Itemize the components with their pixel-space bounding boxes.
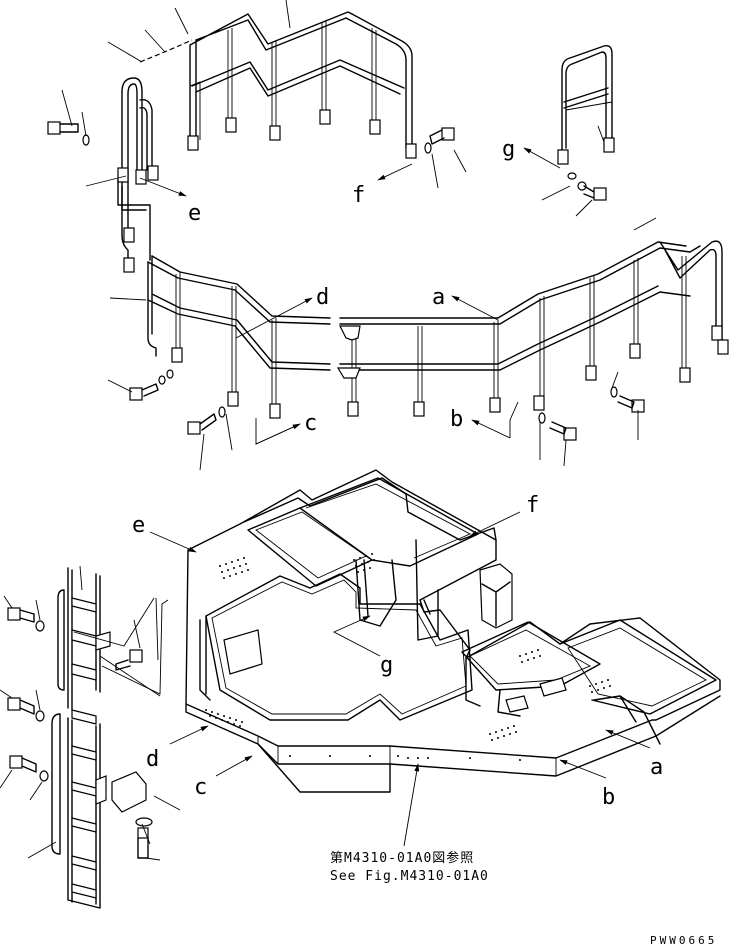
label-e: e (132, 513, 145, 538)
left-handrail (117, 77, 159, 273)
bolt-icon (187, 406, 226, 435)
label-g: g (502, 137, 515, 162)
bolt-icon (567, 172, 607, 201)
bolt-icon (135, 817, 153, 859)
label-e: e (188, 201, 201, 226)
bolt-icon (9, 755, 49, 782)
drawing-code: PWW0665 (650, 934, 717, 947)
reference-line-en: See Fig.M4310-01A0 (330, 869, 489, 884)
arrows-lower (149, 511, 651, 847)
reference-note: 第M4310-01A0図参照 See Fig.M4310-01A0 (330, 850, 489, 884)
bolts-lower (7, 607, 153, 859)
label-f: f (352, 183, 365, 208)
short-handrail (557, 44, 615, 165)
label-g: g (380, 653, 393, 678)
platform-frame (185, 469, 721, 793)
labels-lower: e f g d c a b (132, 493, 663, 810)
bolt-icon (115, 619, 143, 671)
leader-lines-upper (61, 0, 657, 471)
bolt-icon (7, 697, 45, 722)
label-b: b (450, 407, 463, 432)
label-a: a (432, 285, 445, 310)
reference-line-ja: 第M4310-01A0図参照 (330, 850, 474, 866)
label-d: d (316, 285, 329, 310)
leader-lines-lower (0, 565, 181, 861)
perforation-pattern (205, 553, 611, 761)
label-c: c (194, 775, 207, 800)
label-d: d (146, 747, 159, 772)
bolts-upper (47, 121, 645, 441)
arrows-upper (139, 147, 561, 445)
label-b: b (602, 785, 615, 810)
label-f: f (526, 493, 539, 518)
rear-handrail (139, 11, 417, 159)
middle-handrail (147, 240, 729, 419)
bolt-icon (424, 127, 455, 154)
bolt-icon (7, 607, 45, 632)
label-a: a (650, 755, 663, 780)
ladder (51, 567, 161, 909)
labels-upper: e f g d a c b (188, 137, 515, 436)
bolt-icon (129, 369, 174, 401)
bolt-icon (47, 121, 90, 146)
label-c: c (304, 411, 317, 436)
bolt-icon (610, 386, 645, 413)
bolt-icon (538, 412, 577, 441)
